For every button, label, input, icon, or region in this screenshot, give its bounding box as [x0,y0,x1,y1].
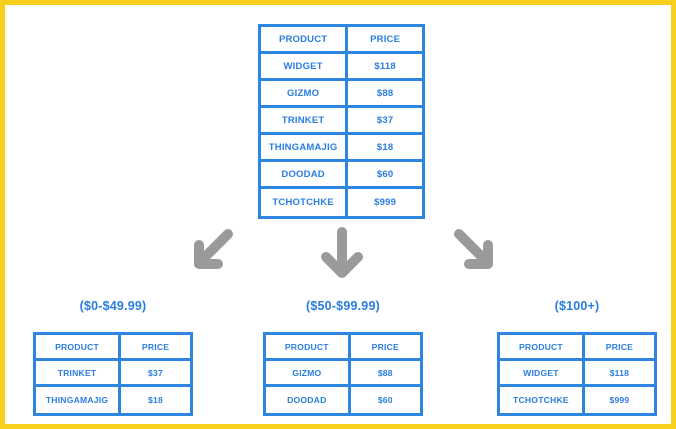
cell-product: DOODAD [266,387,351,413]
cell-product: TRINKET [261,108,349,135]
arrow-down-icon [317,226,367,281]
table-header-row: PRODUCT PRICE [266,335,420,361]
table-row: TCHOTCHKE $999 [261,189,422,216]
header-product: PRODUCT [36,335,122,361]
table-row: GIZMO $88 [266,361,420,387]
cell-price: $37 [348,108,422,135]
header-product: PRODUCT [266,335,351,361]
header-product: PRODUCT [500,335,585,361]
table-header-row: PRODUCT PRICE [500,335,654,361]
cell-price: $999 [374,197,397,208]
cell-product: GIZMO [266,361,351,387]
source-product-table: PRODUCT PRICE WIDGET $118 GIZMO $88 TRIN… [258,24,425,219]
table-row: THINGAMAJIG $18 [36,387,190,413]
group-table-low: PRODUCT PRICE TRINKET $37 THINGAMAJIG $1… [33,332,193,416]
table-row: TRINKET $37 [261,108,422,135]
cell-product: WIDGET [500,361,585,387]
cell-price: $999 [609,395,630,405]
group-label-high: ($100+) [554,299,600,313]
table-row: GIZMO $88 [261,81,422,108]
header-price: PRICE [350,335,420,361]
table-row: TCHOTCHKE $999 [500,387,654,413]
cell-price: $88 [348,81,422,108]
table-row: TRINKET $37 [36,361,190,387]
table-row: THINGAMAJIG $18 [261,135,422,162]
table-row: DOODAD $60 [261,162,422,189]
group-label-low: ($0-$49.99) [79,299,147,313]
table-header-row: PRODUCT PRICE [36,335,190,361]
group-table-high: PRODUCT PRICE WIDGET $118 TCHOTCHKE $999 [497,332,657,416]
cell-product: TRINKET [36,361,122,387]
cell-product: GIZMO [261,81,349,108]
header-price: PRICE [121,335,190,361]
table-row: DOODAD $60 [266,387,420,413]
cell-price: $118 [584,361,654,387]
arrow-down-left-icon [186,226,236,276]
cell-product: TCHOTCHKE [261,189,349,216]
arrow-down-right-icon [451,226,501,276]
group-table-mid: PRODUCT PRICE GIZMO $88 DOODAD $60 [263,332,423,416]
cell-product: TCHOTCHKE [500,387,585,413]
cell-price: $60 [348,162,422,189]
cell-price: $118 [348,54,422,81]
cell-price: $60 [377,395,393,405]
cell-product: WIDGET [261,54,349,81]
header-product: PRODUCT [261,27,349,54]
table-row: WIDGET $118 [261,54,422,81]
table-row: WIDGET $118 [500,361,654,387]
header-price: PRICE [348,27,422,54]
cell-price: $18 [148,395,163,405]
cell-price: $18 [348,135,422,162]
cell-product: THINGAMAJIG [261,135,349,162]
cell-price: $88 [350,361,420,387]
header-price: PRICE [584,335,654,361]
cell-product: THINGAMAJIG [36,387,122,413]
cell-price: $37 [121,361,190,387]
table-header-row: PRODUCT PRICE [261,27,422,54]
cell-product: DOODAD [261,162,349,189]
group-label-mid: ($50-$99.99) [306,299,380,313]
